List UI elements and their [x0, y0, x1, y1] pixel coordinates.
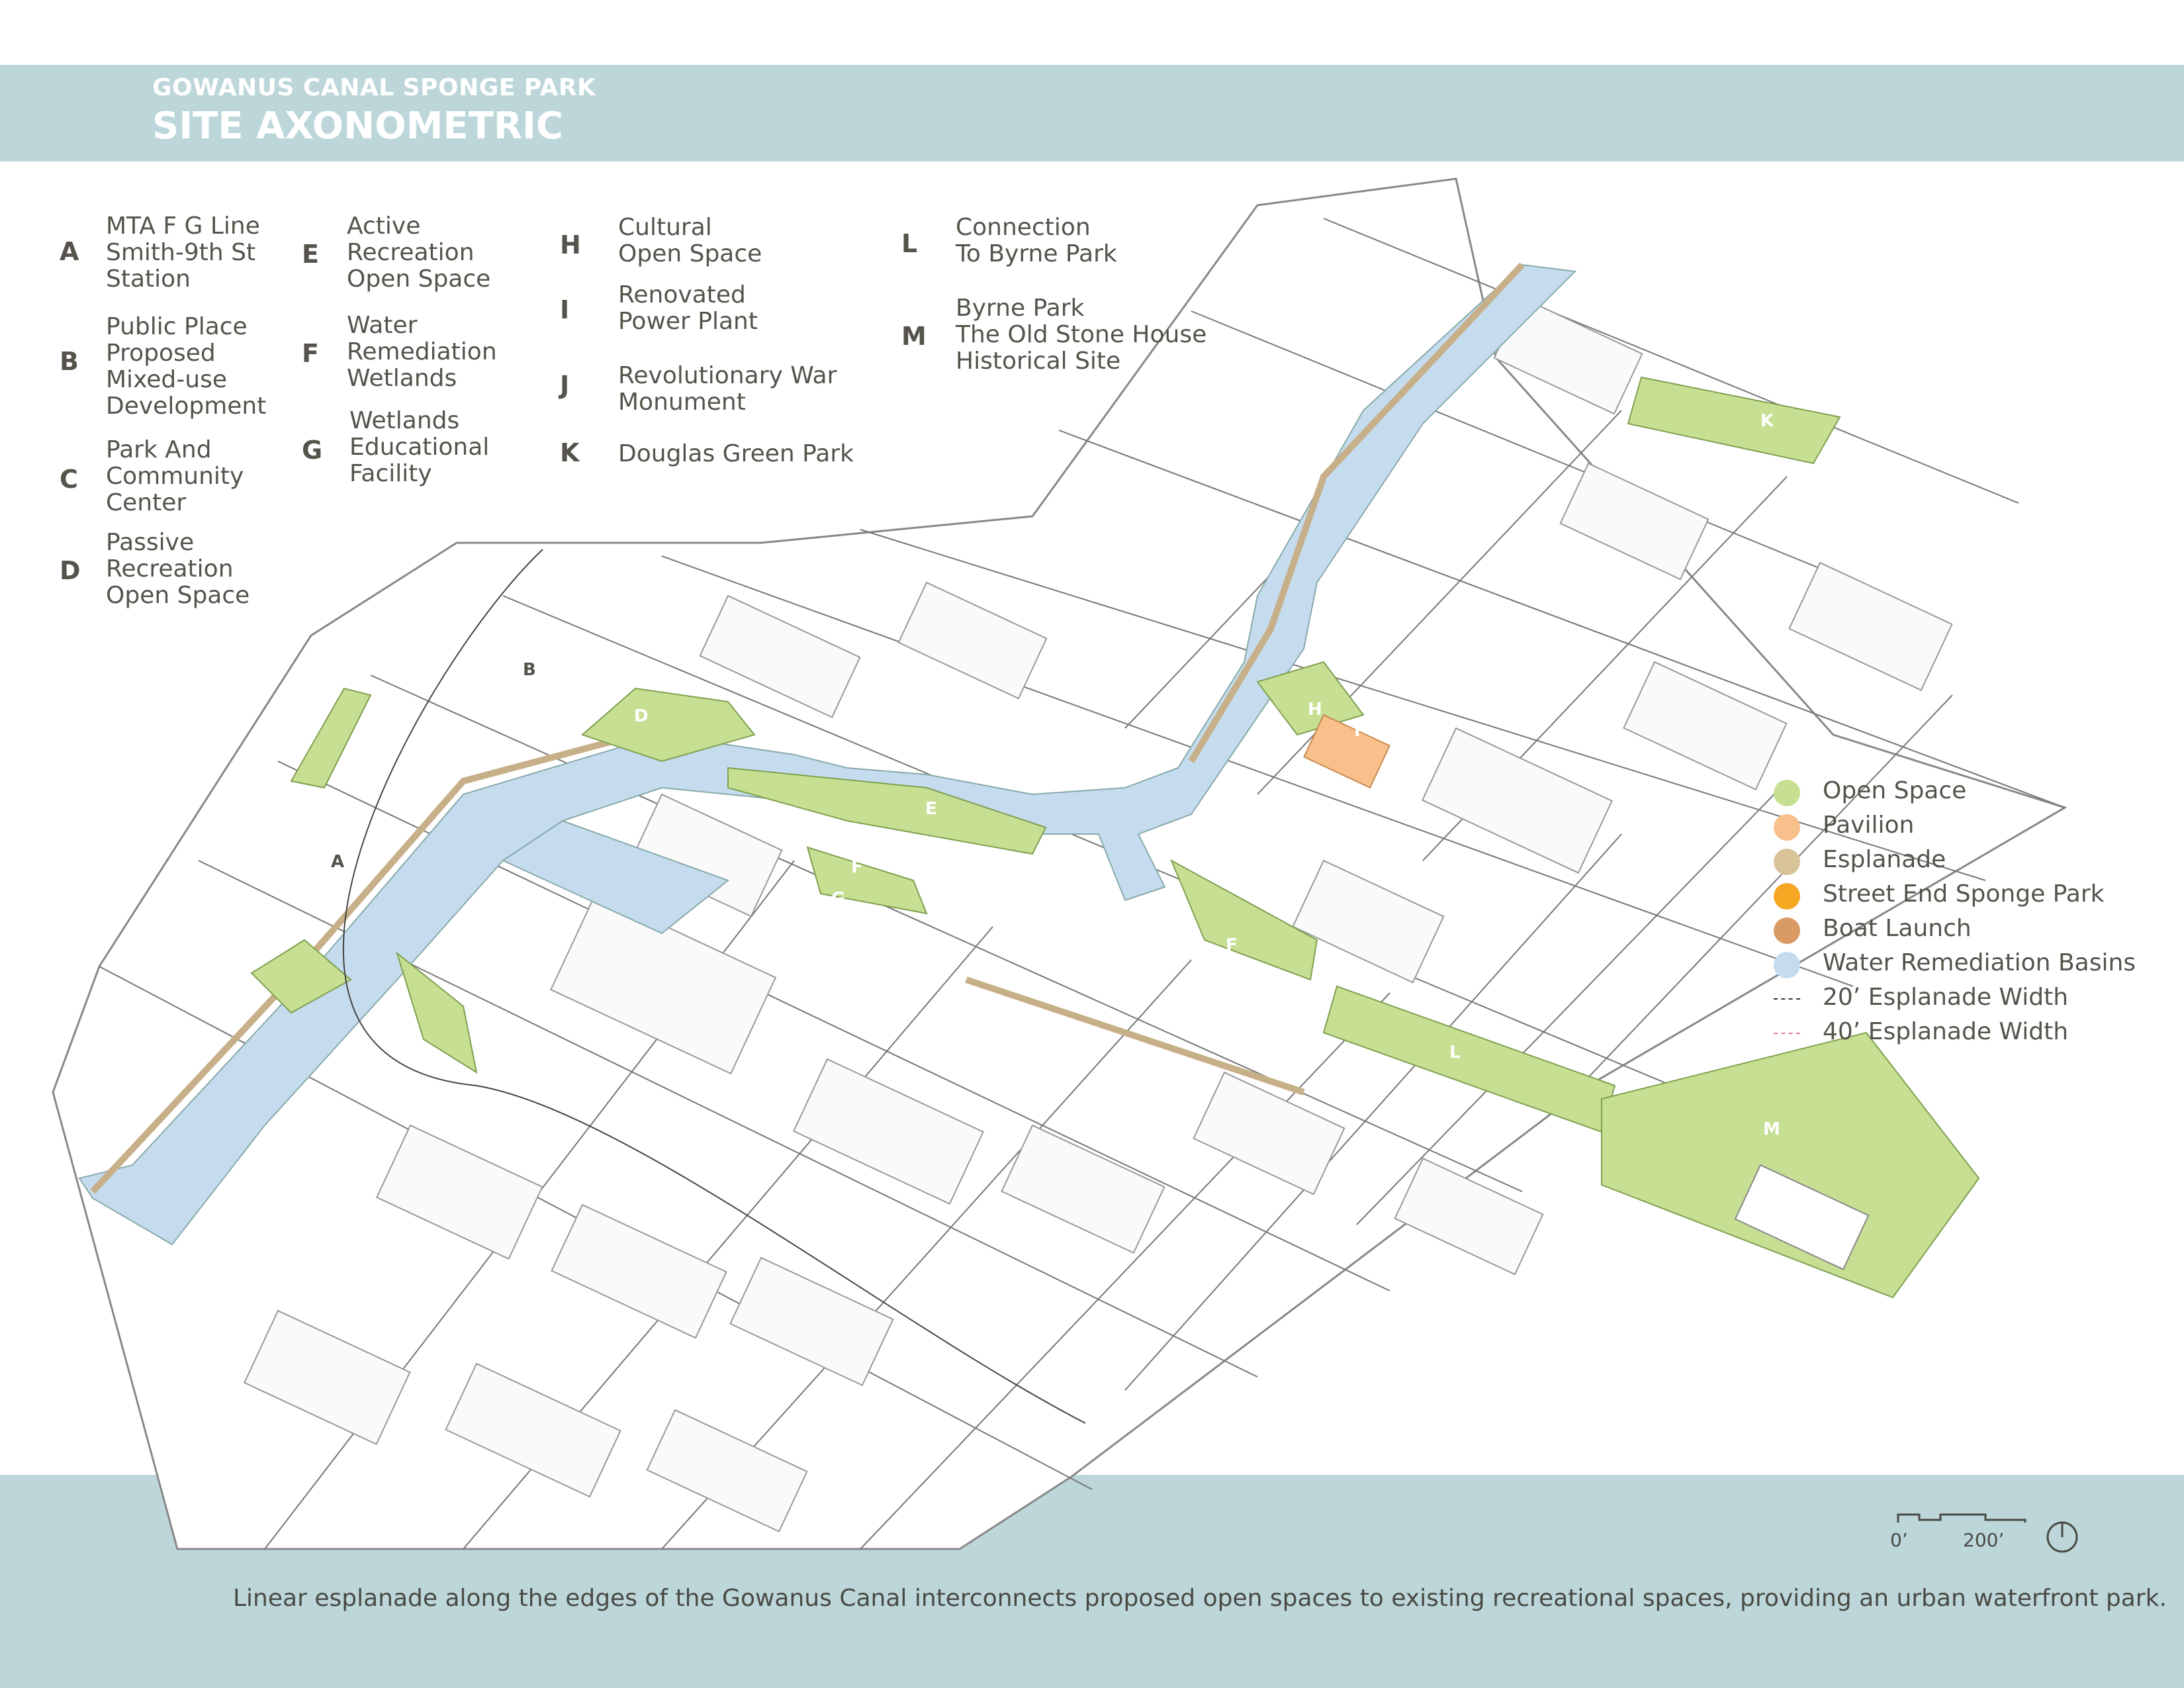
scale-start-label: 0’	[1890, 1529, 1908, 1551]
legend-swatch	[1774, 883, 1800, 910]
legend-swatch	[1774, 917, 1800, 944]
pavilion	[1303, 714, 1391, 789]
key-text: Connection To Byrne Park	[956, 214, 1117, 267]
legend-label: Water Remediation Basins	[1823, 949, 2136, 976]
key-letter: D	[60, 556, 81, 585]
key-letter: L	[901, 229, 918, 258]
legend-label: 40’ Esplanade Width	[1823, 1018, 2069, 1045]
legend-swatch	[1774, 952, 1800, 978]
key-letter: E	[302, 240, 319, 269]
legend-line-swatch	[1774, 1033, 1800, 1034]
key-letter: J	[560, 371, 570, 400]
subway-line	[342, 549, 1086, 1424]
header-band: GOWANUS CANAL SPONGE PARK SITE AXONOMETR…	[0, 65, 2184, 162]
legend-swatch	[1774, 814, 1800, 841]
open-spaces	[250, 376, 1980, 1299]
key-text: Douglas Green Park	[618, 440, 854, 467]
map-label-d: D	[634, 706, 649, 726]
key-letter: K	[560, 438, 580, 467]
key-letter: C	[60, 465, 78, 494]
map-label-g: G	[831, 889, 845, 909]
legend-label: Street End Sponge Park	[1823, 880, 2105, 908]
key-letter: I	[560, 295, 570, 324]
key-text: Water Remediation Wetlands	[347, 312, 497, 392]
key-letter: G	[302, 436, 323, 465]
map-label-group: A B D E F G F H I K L M	[331, 411, 1780, 1139]
map-label-i: I	[1354, 721, 1361, 741]
key-text: Cultural Open Space	[618, 214, 762, 267]
key-text: Byrne Park The Old Stone House Historica…	[956, 295, 1207, 375]
key-text: MTA F G Line Smith-9th St Station	[106, 212, 260, 293]
scale-bar	[1897, 1513, 2026, 1523]
key-letter: B	[60, 347, 79, 376]
legend-label: Open Space	[1823, 777, 1967, 804]
key-letter: A	[60, 237, 79, 266]
key-letter: F	[302, 339, 319, 368]
header-subtitle: GOWANUS CANAL SPONGE PARK	[152, 74, 596, 101]
key-text: Renovated Power Plant	[618, 281, 758, 335]
legend-label: Pavilion	[1823, 812, 1915, 839]
key-letter: M	[901, 322, 927, 351]
map-label-a: A	[331, 852, 344, 872]
legend-label: 20’ Esplanade Width	[1823, 984, 2069, 1011]
north-arrow-icon	[2046, 1521, 2078, 1553]
key-text: Active Recreation Open Space	[347, 212, 491, 293]
map-label-f-east: F	[1226, 935, 1238, 955]
key-text: Wetlands Educational Facility	[349, 407, 490, 487]
page-title: SITE AXONOMETRIC	[152, 105, 563, 148]
key-letter: H	[560, 230, 581, 259]
legend-label: Esplanade	[1823, 846, 1946, 873]
esplanade	[90, 262, 1525, 1194]
key-text: Revolutionary War Monument	[618, 362, 837, 416]
key-text: Passive Recreation Open Space	[106, 529, 250, 609]
legend-swatch	[1774, 849, 1800, 875]
map-label-f-west: F	[851, 857, 863, 877]
caption: Linear esplanade along the edges of the …	[233, 1585, 2167, 1612]
key-text: Public Place Proposed Mixed-use Developm…	[106, 313, 267, 420]
building-blocks	[243, 297, 1953, 1532]
legend-swatch	[1774, 780, 1800, 806]
map-label-l: L	[1449, 1043, 1461, 1062]
old-stone-house	[1734, 1164, 1870, 1270]
map-label-m: M	[1763, 1119, 1780, 1139]
key-text: Park And Community Center	[106, 436, 244, 516]
legend-label: Boat Launch	[1823, 915, 1972, 942]
water-basin-branch	[501, 820, 730, 935]
map-label-h: H	[1308, 700, 1322, 720]
map-label-k: K	[1760, 411, 1774, 431]
legend-line-swatch	[1774, 998, 1800, 1000]
map-label-e: E	[925, 799, 937, 819]
scale-end-label: 200’	[1963, 1529, 2005, 1551]
map-label-b: B	[523, 660, 536, 680]
